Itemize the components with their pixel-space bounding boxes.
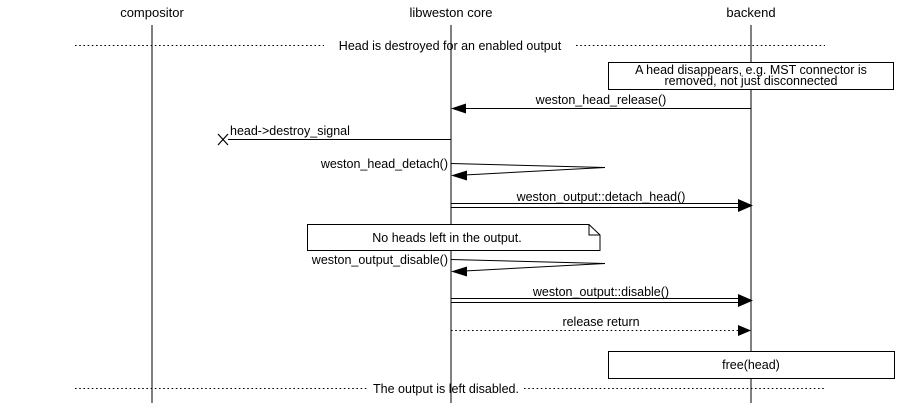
lifeline-compositor[interactable]: compositor (120, 5, 184, 403)
message-head-destroy-signal[interactable]: head->destroy_signal (217, 124, 451, 146)
message-label-release-return: release return (562, 315, 639, 329)
arrowhead-weston-output-disable (738, 294, 753, 307)
note-free-head-box (608, 351, 895, 379)
note-head-disappears-box (608, 62, 894, 90)
message-label-weston-head-detach: weston_head_detach() (320, 157, 448, 171)
message-weston-head-detach[interactable]: weston_head_detach() (320, 157, 606, 181)
message-weston-head-release[interactable]: weston_head_release() (451, 93, 751, 114)
lifeline-label-compositor: compositor (120, 5, 184, 20)
message-line-weston-output-disable-call-back (454, 263, 606, 272)
lifeline-libweston-core[interactable]: libweston core (409, 5, 493, 403)
note-no-heads-left-box (307, 224, 601, 251)
separator-head-destroyed: Head is destroyed for an enabled output (75, 39, 825, 53)
separator-output-left-disabled: The output is left disabled. (75, 382, 825, 396)
arrowhead-weston-output-disable-call (451, 266, 467, 277)
note-free-head: free(head) (608, 351, 895, 379)
message-weston-output-disable[interactable]: weston_output::disable() (451, 285, 753, 307)
message-label-weston-output-disable: weston_output::disable() (532, 285, 669, 299)
lost-message-x-icon (217, 133, 229, 146)
arrowhead-weston-head-release (451, 103, 466, 114)
lifeline-label-backend: backend (726, 5, 775, 20)
note-free-head-text: free(head) (722, 358, 780, 372)
message-label-weston-output-detach-head: weston_output::detach_head() (516, 190, 686, 204)
arrowhead-weston-output-detach-head (738, 199, 753, 212)
note-head-disappears: A head disappears, e.g. MST connector is… (608, 62, 894, 90)
message-label-weston-output-disable-call: weston_output_disable() (311, 253, 448, 267)
separator-label-top: Head is destroyed for an enabled output (339, 39, 562, 53)
note-no-heads-left-text: No heads left in the output. (372, 231, 521, 245)
lifeline-label-libweston-core: libweston core (409, 5, 492, 20)
note-head-disappears-line-2: removed, not just disconnected (664, 74, 837, 88)
arrowhead-weston-head-detach (451, 170, 467, 181)
message-label-head-destroy-signal: head->destroy_signal (230, 124, 350, 138)
note-no-heads-left: No heads left in the output. (307, 224, 601, 251)
note-no-heads-left-fold (588, 224, 600, 236)
message-release-return[interactable]: release return (451, 315, 751, 336)
message-label-weston-head-release: weston_head_release() (535, 93, 667, 107)
message-weston-output-detach-head[interactable]: weston_output::detach_head() (451, 190, 753, 212)
separator-label-bottom: The output is left disabled. (373, 382, 519, 396)
message-line-weston-head-detach-back (454, 167, 606, 176)
message-line-weston-head-detach-out (450, 163, 606, 168)
message-weston-output-disable-call[interactable]: weston_output_disable() (311, 253, 606, 277)
arrowhead-release-return (738, 325, 751, 336)
note-head-disappears-line-1: A head disappears, e.g. MST connector is (635, 63, 867, 77)
message-line-weston-output-disable-call-out (450, 259, 606, 264)
